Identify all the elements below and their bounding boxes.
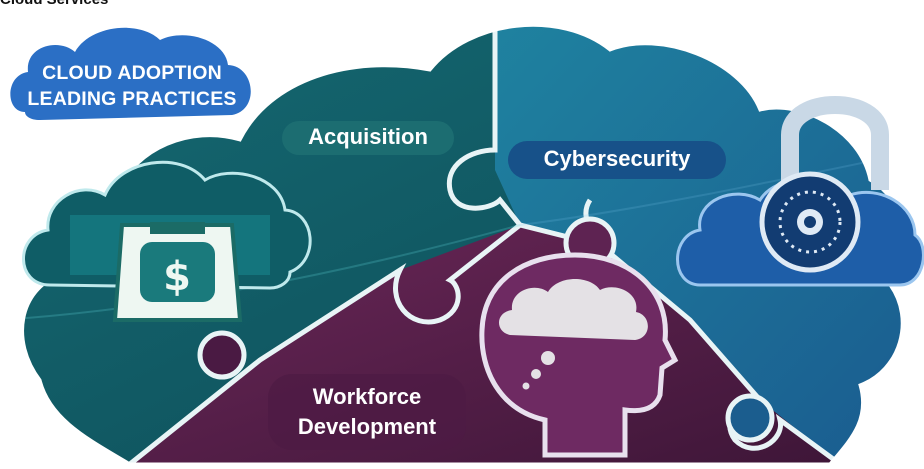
badge-text: CLOUD ADOPTION LEADING PRACTICES	[22, 60, 242, 112]
seam-vertical	[446, 25, 522, 227]
badge-line-2: LEADING PRACTICES	[27, 88, 237, 110]
badge-cloud	[10, 27, 251, 121]
svg-text:$: $	[163, 254, 191, 300]
workforce-pill	[268, 374, 466, 450]
acquisition-label: Acquisition	[308, 124, 428, 149]
money-cloud-icon: $	[22, 160, 312, 322]
badge-line-1: CLOUD ADOPTION	[42, 62, 222, 84]
workforce-line-1: Workforce	[312, 384, 422, 409]
cybersecurity-label: Cybersecurity	[543, 146, 691, 171]
acquisition-pill	[282, 121, 454, 155]
knob-left	[197, 330, 247, 380]
cybersecurity-pill	[508, 141, 726, 179]
lock-cloud-icon	[676, 96, 924, 287]
workforce-line-2: Development	[297, 414, 437, 439]
knob-right	[725, 393, 775, 443]
thought-head-icon	[479, 252, 679, 458]
page-title: Cloud Services	[0, 0, 108, 8]
workforce-label: Workforce Development	[268, 382, 466, 442]
